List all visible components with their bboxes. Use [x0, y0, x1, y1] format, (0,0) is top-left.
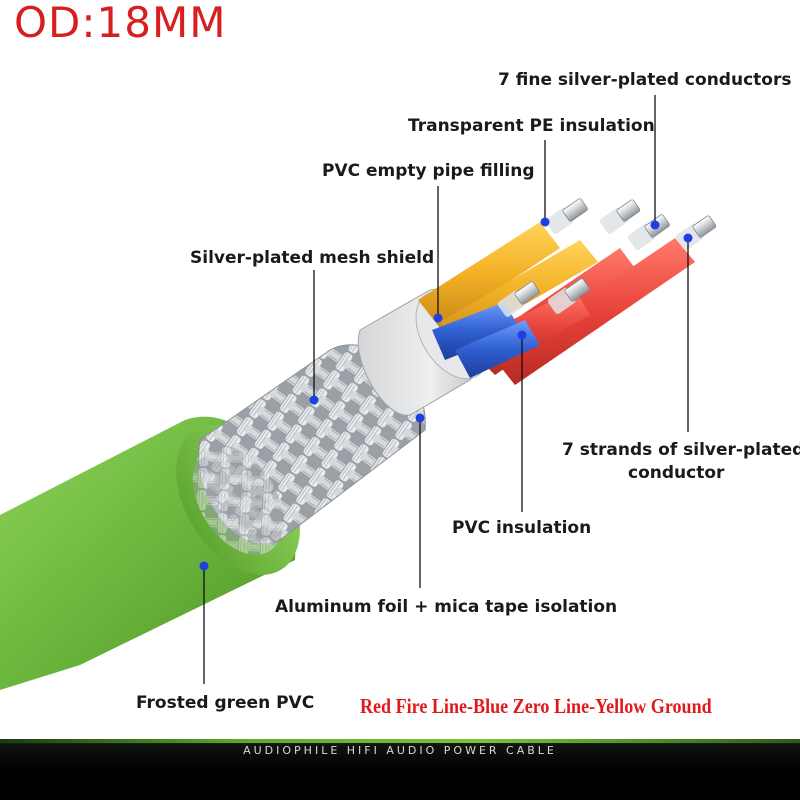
- dot-mesh-shield: [310, 396, 319, 405]
- label-mesh-shield: Silver-plated mesh shield: [190, 248, 434, 268]
- label-strands-line1: 7 strands of silver-plated: [562, 440, 800, 460]
- label-foil-mica: Aluminum foil + mica tape isolation: [275, 597, 617, 617]
- dot-pvc-insulation: [518, 331, 527, 340]
- page-title: OD:18MM: [14, 0, 226, 46]
- label-pe-insulation: Transparent PE insulation: [408, 116, 655, 136]
- dot-conductors-fine: [651, 221, 660, 230]
- label-strands-line2: conductor: [628, 463, 724, 483]
- label-conductors-fine: 7 fine silver-plated conductors: [498, 70, 791, 90]
- label-pvc-insulation: PVC insulation: [452, 518, 591, 538]
- dot-pvc-filling: [434, 314, 443, 323]
- color-legend: Red Fire Line-Blue Zero Line-Yellow Grou…: [360, 694, 712, 719]
- dot-jacket: [200, 562, 209, 571]
- label-jacket: Frosted green PVC: [136, 693, 314, 713]
- dot-pe-insulation: [541, 218, 550, 227]
- dot-strands: [684, 234, 693, 243]
- footer-accent-line: [0, 739, 800, 743]
- dot-foil-mica: [416, 414, 425, 423]
- label-pvc-filling: PVC empty pipe filling: [322, 161, 535, 181]
- footer-caption: AUDIOPHILE HIFI AUDIO POWER CABLE: [0, 744, 800, 757]
